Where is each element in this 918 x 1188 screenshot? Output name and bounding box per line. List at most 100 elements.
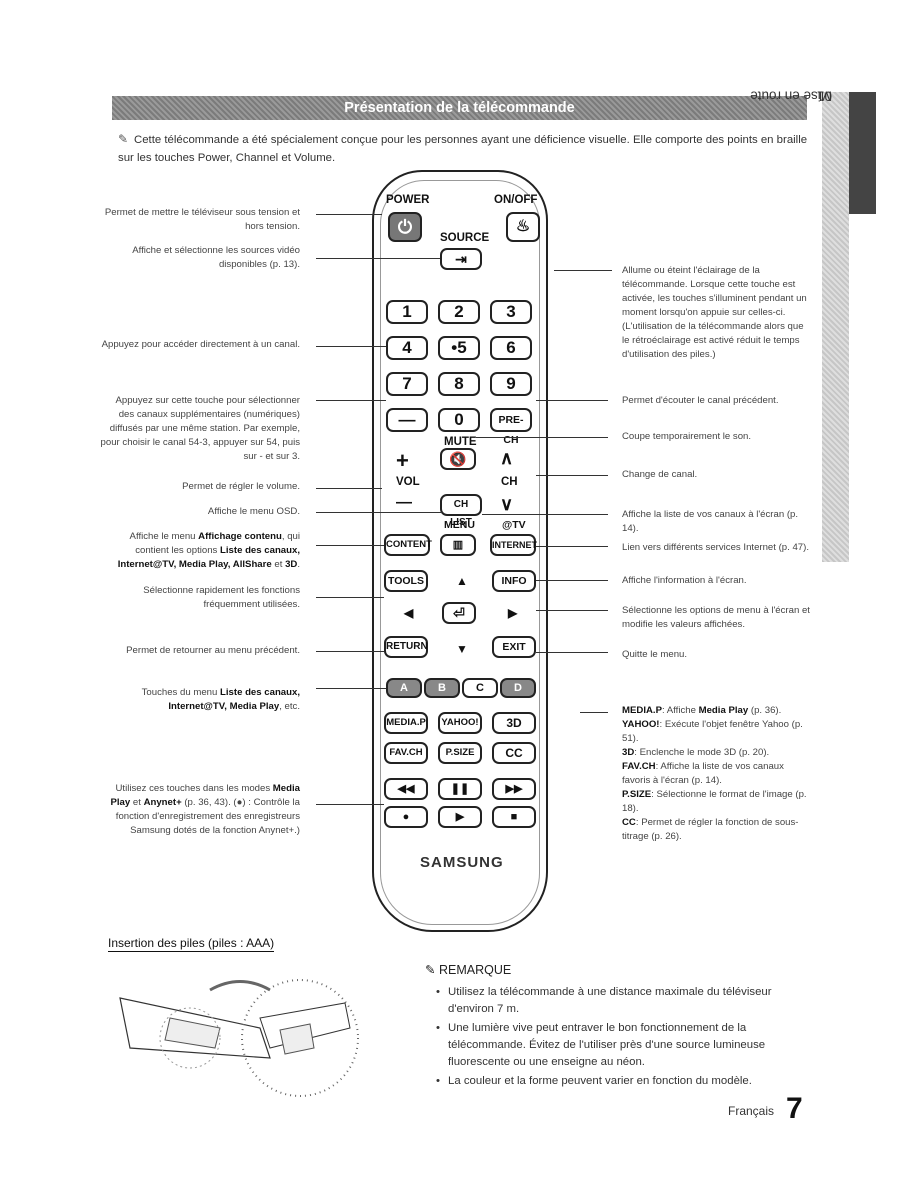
callout-line xyxy=(476,437,608,438)
label-tools: Sélectionne rapidement les fonctions fré… xyxy=(143,585,300,610)
attv-label: @TV xyxy=(502,519,526,531)
nav-up-button[interactable]: ▲ xyxy=(456,574,468,588)
nav-right-button[interactable]: ▶ xyxy=(508,606,517,620)
vol-down-button[interactable]: — xyxy=(396,494,412,511)
color-button-d[interactable]: D xyxy=(500,678,536,698)
label-exit: Quitte le menu. xyxy=(622,649,688,660)
vol-up-button[interactable]: + xyxy=(396,448,409,473)
power-button[interactable]: ⏻ xyxy=(388,212,422,242)
key-name: FAV.CH xyxy=(622,761,656,772)
color-button-b[interactable]: B xyxy=(424,678,460,698)
enter-icon: ⏎ xyxy=(453,605,465,621)
label-source: Affiche et sélectionne les sources vidéo… xyxy=(132,245,300,270)
record-button[interactable]: ● xyxy=(384,806,428,828)
content-button[interactable]: CONTENT xyxy=(384,534,432,556)
fn-cc: CC: Permet de régler la fonction de sous… xyxy=(622,816,812,844)
color-button-a[interactable]: A xyxy=(386,678,422,698)
footer-language: Français xyxy=(728,1104,775,1118)
callout-line xyxy=(316,346,386,347)
note-item: La couleur et la forme peuvent varier en… xyxy=(436,1073,808,1090)
note-pencil-icon: ✎ xyxy=(118,132,129,146)
pause-button[interactable]: ❚❚ xyxy=(438,778,482,800)
callout-line xyxy=(536,400,608,401)
arrow-down-icon: ▼ xyxy=(456,642,468,656)
chapter-tab-marker xyxy=(849,92,876,214)
chapter-tab-text: 01 Mise en route xyxy=(750,89,849,222)
exit-button[interactable]: EXIT xyxy=(492,636,536,658)
fn-favch: FAV.CH: Affiche la liste de vos canaux f… xyxy=(622,760,812,788)
rewind-button[interactable]: ◀◀ xyxy=(384,778,428,800)
key-2[interactable]: 2 xyxy=(438,300,480,324)
mute-icon: 🔇 xyxy=(449,451,467,467)
key-6[interactable]: 6 xyxy=(490,336,532,360)
menu-button[interactable]: ▥ xyxy=(440,534,476,556)
ch-down-button[interactable]: ∨ xyxy=(500,494,513,515)
key-name: CC xyxy=(622,817,636,828)
intro-text: Cette télécommande a été spécialement co… xyxy=(118,134,808,164)
label-nav: Sélectionne les options de menu à l'écra… xyxy=(622,605,810,630)
chevron-down-icon: ∨ xyxy=(500,494,514,514)
callout-line xyxy=(316,400,386,401)
callout-line xyxy=(316,545,384,546)
key-3[interactable]: 3 xyxy=(490,300,532,324)
power-icon: ⏻ xyxy=(397,217,413,237)
key-9[interactable]: 9 xyxy=(490,372,532,396)
source-button[interactable]: ⇥ xyxy=(440,248,482,270)
key-8[interactable]: 8 xyxy=(438,372,480,396)
cc-button[interactable]: CC xyxy=(492,742,536,764)
callout-line xyxy=(316,512,442,513)
key-5[interactable]: •5 xyxy=(438,336,480,360)
color-button-c[interactable]: C xyxy=(462,678,498,698)
mute-button[interactable]: 🔇 xyxy=(440,448,476,470)
callout-line xyxy=(536,546,608,547)
prech-button[interactable]: PRE-CH xyxy=(490,408,532,446)
text: : Enclenche le mode 3D (p. 20). xyxy=(634,747,770,758)
text: : Exécute l'objet fenêtre Yahoo (p. 51). xyxy=(622,719,803,744)
mediap-button[interactable]: MEDIA.P xyxy=(384,712,428,734)
ch-up-button[interactable]: ∧ xyxy=(500,448,513,469)
power-label: POWER xyxy=(386,194,430,206)
key-1[interactable]: 1 xyxy=(386,300,428,324)
brand-logo: SAMSUNG xyxy=(420,854,504,871)
label-internet: Lien vers différents services Internet (… xyxy=(622,542,809,553)
label-content: Affiche le menu Affichage contenu, qui c… xyxy=(100,530,300,572)
chevron-up-icon: ∧ xyxy=(500,448,514,468)
psize-button[interactable]: P.SIZE xyxy=(438,742,482,764)
key-0[interactable]: 0 xyxy=(438,408,480,432)
return-button[interactable]: RETURN xyxy=(384,636,428,658)
note-pencil-icon: ✎ xyxy=(425,963,436,977)
text: : Sélectionne le format de l'image (p. 1… xyxy=(622,789,807,814)
remote-control-inner xyxy=(380,180,540,925)
menu-icon: ▥ xyxy=(452,539,464,551)
play-button[interactable]: ▶ xyxy=(438,806,482,828)
chlist-button[interactable]: CH LIST xyxy=(440,494,482,528)
stop-button[interactable]: ■ xyxy=(492,806,536,828)
favch-button[interactable]: FAV.CH xyxy=(384,742,428,764)
tools-button[interactable]: TOOLS xyxy=(384,570,428,592)
nav-down-button[interactable]: ▼ xyxy=(456,642,468,656)
text: et xyxy=(271,559,286,570)
internet-button[interactable]: INTERNET xyxy=(490,534,537,556)
callout-line xyxy=(536,610,608,611)
label-chlist: Affiche la liste de vos canaux à l'écran… xyxy=(622,509,799,534)
onoff-button[interactable]: ♨ xyxy=(506,212,540,242)
text: (p. 36, 43). xyxy=(181,797,231,808)
enter-button[interactable]: ⏎ xyxy=(442,602,476,624)
text-bold: Affichage contenu xyxy=(198,531,282,542)
nav-left-button[interactable]: ◀ xyxy=(404,606,413,620)
callout-line xyxy=(316,214,382,215)
dash-button[interactable]: — xyxy=(386,408,428,432)
callout-line xyxy=(536,475,608,476)
text: Touches du menu xyxy=(141,687,221,698)
fast-forward-button[interactable]: ▶▶ xyxy=(492,778,536,800)
note-item: Utilisez la télécommande à une distance … xyxy=(436,984,808,1018)
threed-button[interactable]: 3D xyxy=(492,712,536,734)
label-onoff: Allume ou éteint l'éclairage de la téléc… xyxy=(622,265,807,360)
info-button[interactable]: INFO xyxy=(492,570,536,592)
battery-illustration xyxy=(119,979,359,1097)
yahoo-button[interactable]: YAHOO! xyxy=(438,712,482,734)
text: . xyxy=(297,559,300,570)
callout-line xyxy=(316,651,384,652)
key-4[interactable]: 4 xyxy=(386,336,428,360)
key-7[interactable]: 7 xyxy=(386,372,428,396)
